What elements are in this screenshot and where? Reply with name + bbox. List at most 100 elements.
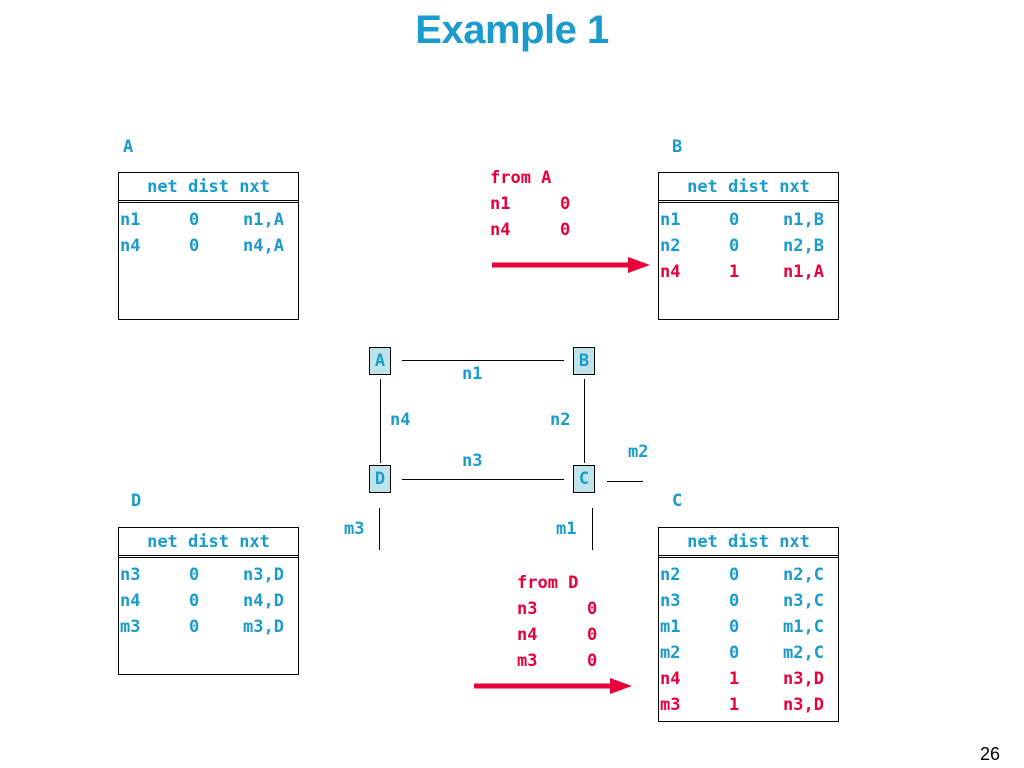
table-row: n4 0 n4,D <box>119 588 298 614</box>
table-cell-nxt: m1,C <box>783 617 824 637</box>
link-label-n1: n1 <box>462 364 483 384</box>
link-label-m1: m1 <box>556 519 577 539</box>
table-cell-dist: 0 <box>729 565 740 585</box>
table-cell-net: n1 <box>120 210 141 230</box>
table-cell-net: n4 <box>660 669 681 689</box>
router-a-label: A <box>123 137 134 157</box>
link-label-n4: n4 <box>390 410 411 430</box>
message-title: from D <box>517 573 579 593</box>
table-row: n3 0 n3,C <box>659 588 838 614</box>
link-m1 <box>592 508 593 550</box>
routing-table-c: net dist nxt n2 0 n2,C n3 0 n3,C m1 0 m1,C m2 0 m2,… <box>658 527 839 722</box>
table-cell-net: m2 <box>660 643 681 663</box>
link-label-m3: m3 <box>344 519 365 539</box>
table-cell-net: n3 <box>660 591 681 611</box>
router-node-b: B <box>573 347 595 375</box>
table-row: n1 0 n1,A <box>119 207 298 233</box>
message-cell-dist: 0 <box>560 220 571 240</box>
table-row: m1 0 m1,C <box>659 614 838 640</box>
table-cell-nxt: n1,A <box>243 210 284 230</box>
table-row: n1 0 n1,B <box>659 207 838 233</box>
table-cell-dist: 0 <box>189 591 200 611</box>
table-row: n4 1 n1,A <box>659 259 838 285</box>
table-cell-net: m3 <box>660 695 681 715</box>
table-cell-dist: 1 <box>729 695 740 715</box>
table-cell-net: n4 <box>120 591 141 611</box>
link-label-m2: m2 <box>628 442 649 462</box>
table-cell-nxt: m2,C <box>783 643 824 663</box>
table-cell-net: n3 <box>120 565 141 585</box>
table-cell-nxt: n3,D <box>243 565 284 585</box>
table-cell-dist: 0 <box>189 210 200 230</box>
message-cell-dist: 0 <box>560 194 571 214</box>
link-m3 <box>379 508 380 550</box>
table-cell-net: m1 <box>660 617 681 637</box>
table-cell-net: n1 <box>660 210 681 230</box>
router-c-label: C <box>672 491 683 511</box>
table-cell-net: n4 <box>660 262 681 282</box>
table-header: net dist nxt <box>659 528 838 558</box>
message-row: n3 0 <box>517 596 607 622</box>
message-body: n1 0 n4 0 <box>490 191 580 243</box>
message-cell-net: n1 <box>490 194 511 214</box>
table-cell-dist: 0 <box>729 591 740 611</box>
table-cell-dist: 1 <box>729 669 740 689</box>
message-row: n4 0 <box>490 217 580 243</box>
table-body: n1 0 n1,A n4 0 n4,A <box>119 203 298 259</box>
table-cell-dist: 0 <box>729 617 740 637</box>
table-cell-nxt: n2,C <box>783 565 824 585</box>
table-header: net dist nxt <box>119 173 298 203</box>
message-title: from A <box>490 168 552 188</box>
table-cell-dist: 0 <box>729 236 740 256</box>
table-cell-dist: 0 <box>189 565 200 585</box>
table-row: m3 0 m3,D <box>119 614 298 640</box>
table-cell-nxt: n3,D <box>783 669 824 689</box>
table-header: net dist nxt <box>659 173 838 203</box>
table-header: net dist nxt <box>119 528 298 558</box>
table-cell-nxt: n4,D <box>243 591 284 611</box>
message-from-a: from A n1 0 n4 0 <box>490 165 580 243</box>
router-node-c: C <box>573 465 595 493</box>
router-node-d: D <box>369 465 391 493</box>
table-cell-dist: 0 <box>189 617 200 637</box>
slide-title: Example 1 <box>415 8 609 52</box>
table-cell-net: n4 <box>120 236 141 256</box>
link-label-n2: n2 <box>550 410 571 430</box>
table-cell-net: n2 <box>660 565 681 585</box>
table-row: m2 0 m2,C <box>659 640 838 666</box>
table-cell-nxt: n1,A <box>783 262 824 282</box>
link-n3 <box>402 479 564 480</box>
message-cell-net: n4 <box>490 220 511 240</box>
routing-table-a: net dist nxt n1 0 n1,A n4 0 n4,A <box>118 172 299 320</box>
table-row: n4 0 n4,A <box>119 233 298 259</box>
message-cell-net: n3 <box>517 599 538 619</box>
table-body: n3 0 n3,D n4 0 n4,D m3 0 m3,D <box>119 558 298 640</box>
table-cell-nxt: n3,C <box>783 591 824 611</box>
table-row: n3 0 n3,D <box>119 562 298 588</box>
routing-table-d: net dist nxt n3 0 n3,D n4 0 n4,D m3 0 m3,D <box>118 527 299 675</box>
table-cell-dist: 1 <box>729 262 740 282</box>
link-m2 <box>607 481 643 482</box>
table-cell-nxt: n1,B <box>783 210 824 230</box>
table-cell-dist: 0 <box>729 643 740 663</box>
arrow-a-to-b <box>492 257 650 273</box>
arrow-d-to-c <box>474 678 632 694</box>
message-cell-dist: 0 <box>587 599 598 619</box>
router-node-a: A <box>369 347 391 375</box>
table-cell-nxt: m3,D <box>243 617 284 637</box>
table-cell-dist: 0 <box>189 236 200 256</box>
table-cell-dist: 0 <box>729 210 740 230</box>
table-cell-nxt: n4,A <box>243 236 284 256</box>
table-cell-net: n2 <box>660 236 681 256</box>
table-cell-net: m3 <box>120 617 141 637</box>
link-n4 <box>380 379 381 463</box>
link-n1 <box>402 360 564 361</box>
link-n2 <box>584 379 585 463</box>
message-row: n1 0 <box>490 191 580 217</box>
